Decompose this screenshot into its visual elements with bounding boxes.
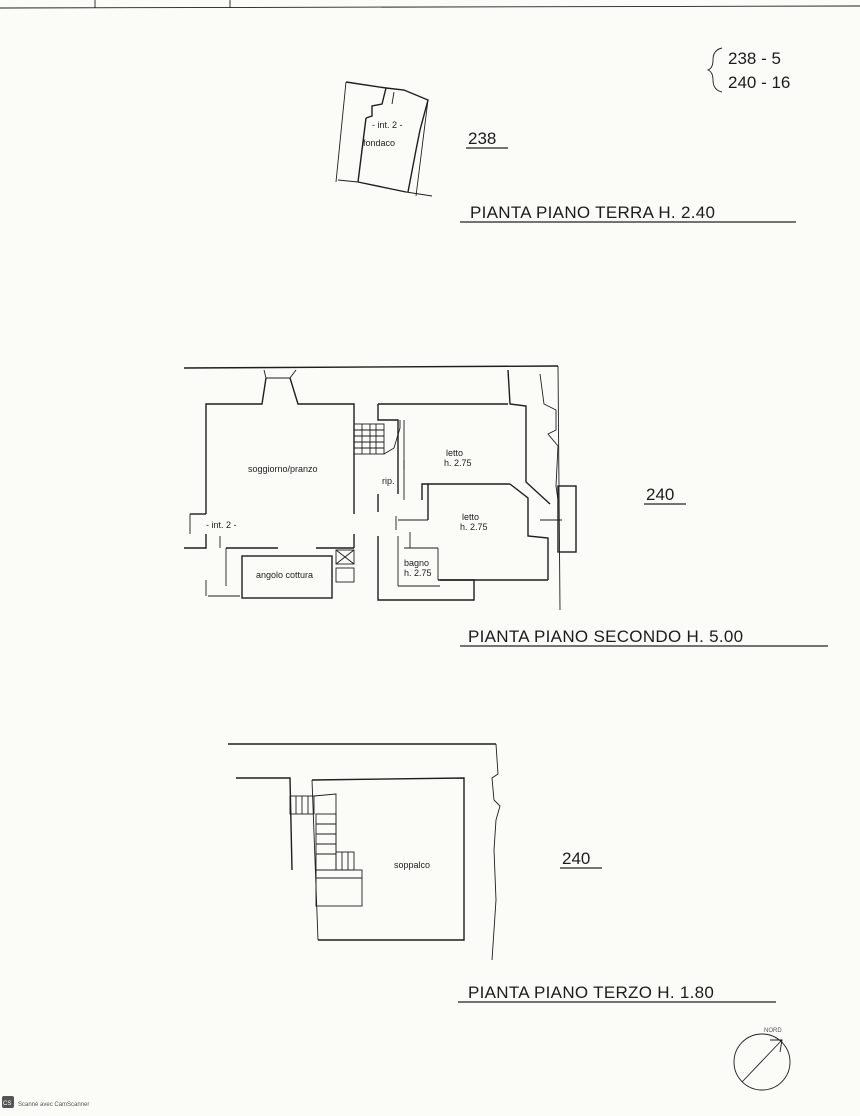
ground-floor-drawing: [335, 81, 433, 197]
scanner-footer: CS Scanné avec CamScanner: [2, 1096, 89, 1108]
reference-block: 238 - 5 240 - 16: [706, 47, 790, 93]
header-strip: [0, 0, 860, 9]
ground-floor-plan: - int. 2 - fondaco 238 PIANTA PIANO TERR…: [335, 81, 796, 223]
reference-brace: [706, 47, 723, 93]
room-label-soppalco: soppalco: [394, 860, 430, 870]
third-floor-plan: soppalco 240 PIANTA PIANO TERZO H. 1.80: [228, 743, 776, 1003]
camscanner-footer-text: Scanné avec CamScanner: [18, 1102, 89, 1108]
room-label-soggiorno: soggiorno/pranzo: [248, 464, 318, 474]
room-label-angolo-cottura: angolo cottura: [256, 570, 313, 580]
room-label-rip: rip.: [382, 476, 395, 486]
ground-room-label-fondaco: fondaco: [363, 138, 395, 148]
room-label-bagno: bagno: [404, 558, 429, 568]
ground-room-label-int2: - int. 2 -: [372, 120, 403, 130]
room-label-int2: - int. 2 -: [206, 520, 237, 530]
room-label-letto-1: letto: [446, 448, 463, 458]
second-floor-title: PIANTA PIANO SECONDO H. 5.00: [468, 627, 743, 646]
third-floor-drawing: [228, 743, 501, 961]
ground-floor-parcel: 238: [468, 129, 496, 148]
camscanner-badge-icon: [2, 1096, 14, 1108]
second-floor-drawing: [183, 365, 577, 611]
second-floor-plan: soggiorno/pranzo letto h. 2.75 letto h. …: [183, 365, 828, 647]
ground-floor-title: PIANTA PIANO TERRA H. 2.40: [470, 203, 715, 222]
north-compass: NORD: [733, 1028, 791, 1091]
room-height-bagno: h. 2.75: [404, 568, 432, 578]
third-floor-title: PIANTA PIANO TERZO H. 1.80: [468, 983, 714, 1002]
north-arrow-icon: [741, 1039, 783, 1083]
compass-label: NORD: [764, 1028, 782, 1034]
reference-line-1: 238 - 5: [728, 49, 781, 68]
room-label-letto-2: letto: [462, 512, 479, 522]
room-height-letto-2: h. 2.75: [460, 522, 488, 532]
third-floor-parcel: 240: [562, 849, 590, 868]
room-height-letto-1: h. 2.75: [444, 458, 472, 468]
second-floor-parcel: 240: [646, 485, 674, 504]
camscanner-badge-text: CS: [3, 1101, 11, 1107]
compass-circle: [733, 1033, 791, 1091]
reference-line-2: 240 - 16: [728, 73, 790, 92]
